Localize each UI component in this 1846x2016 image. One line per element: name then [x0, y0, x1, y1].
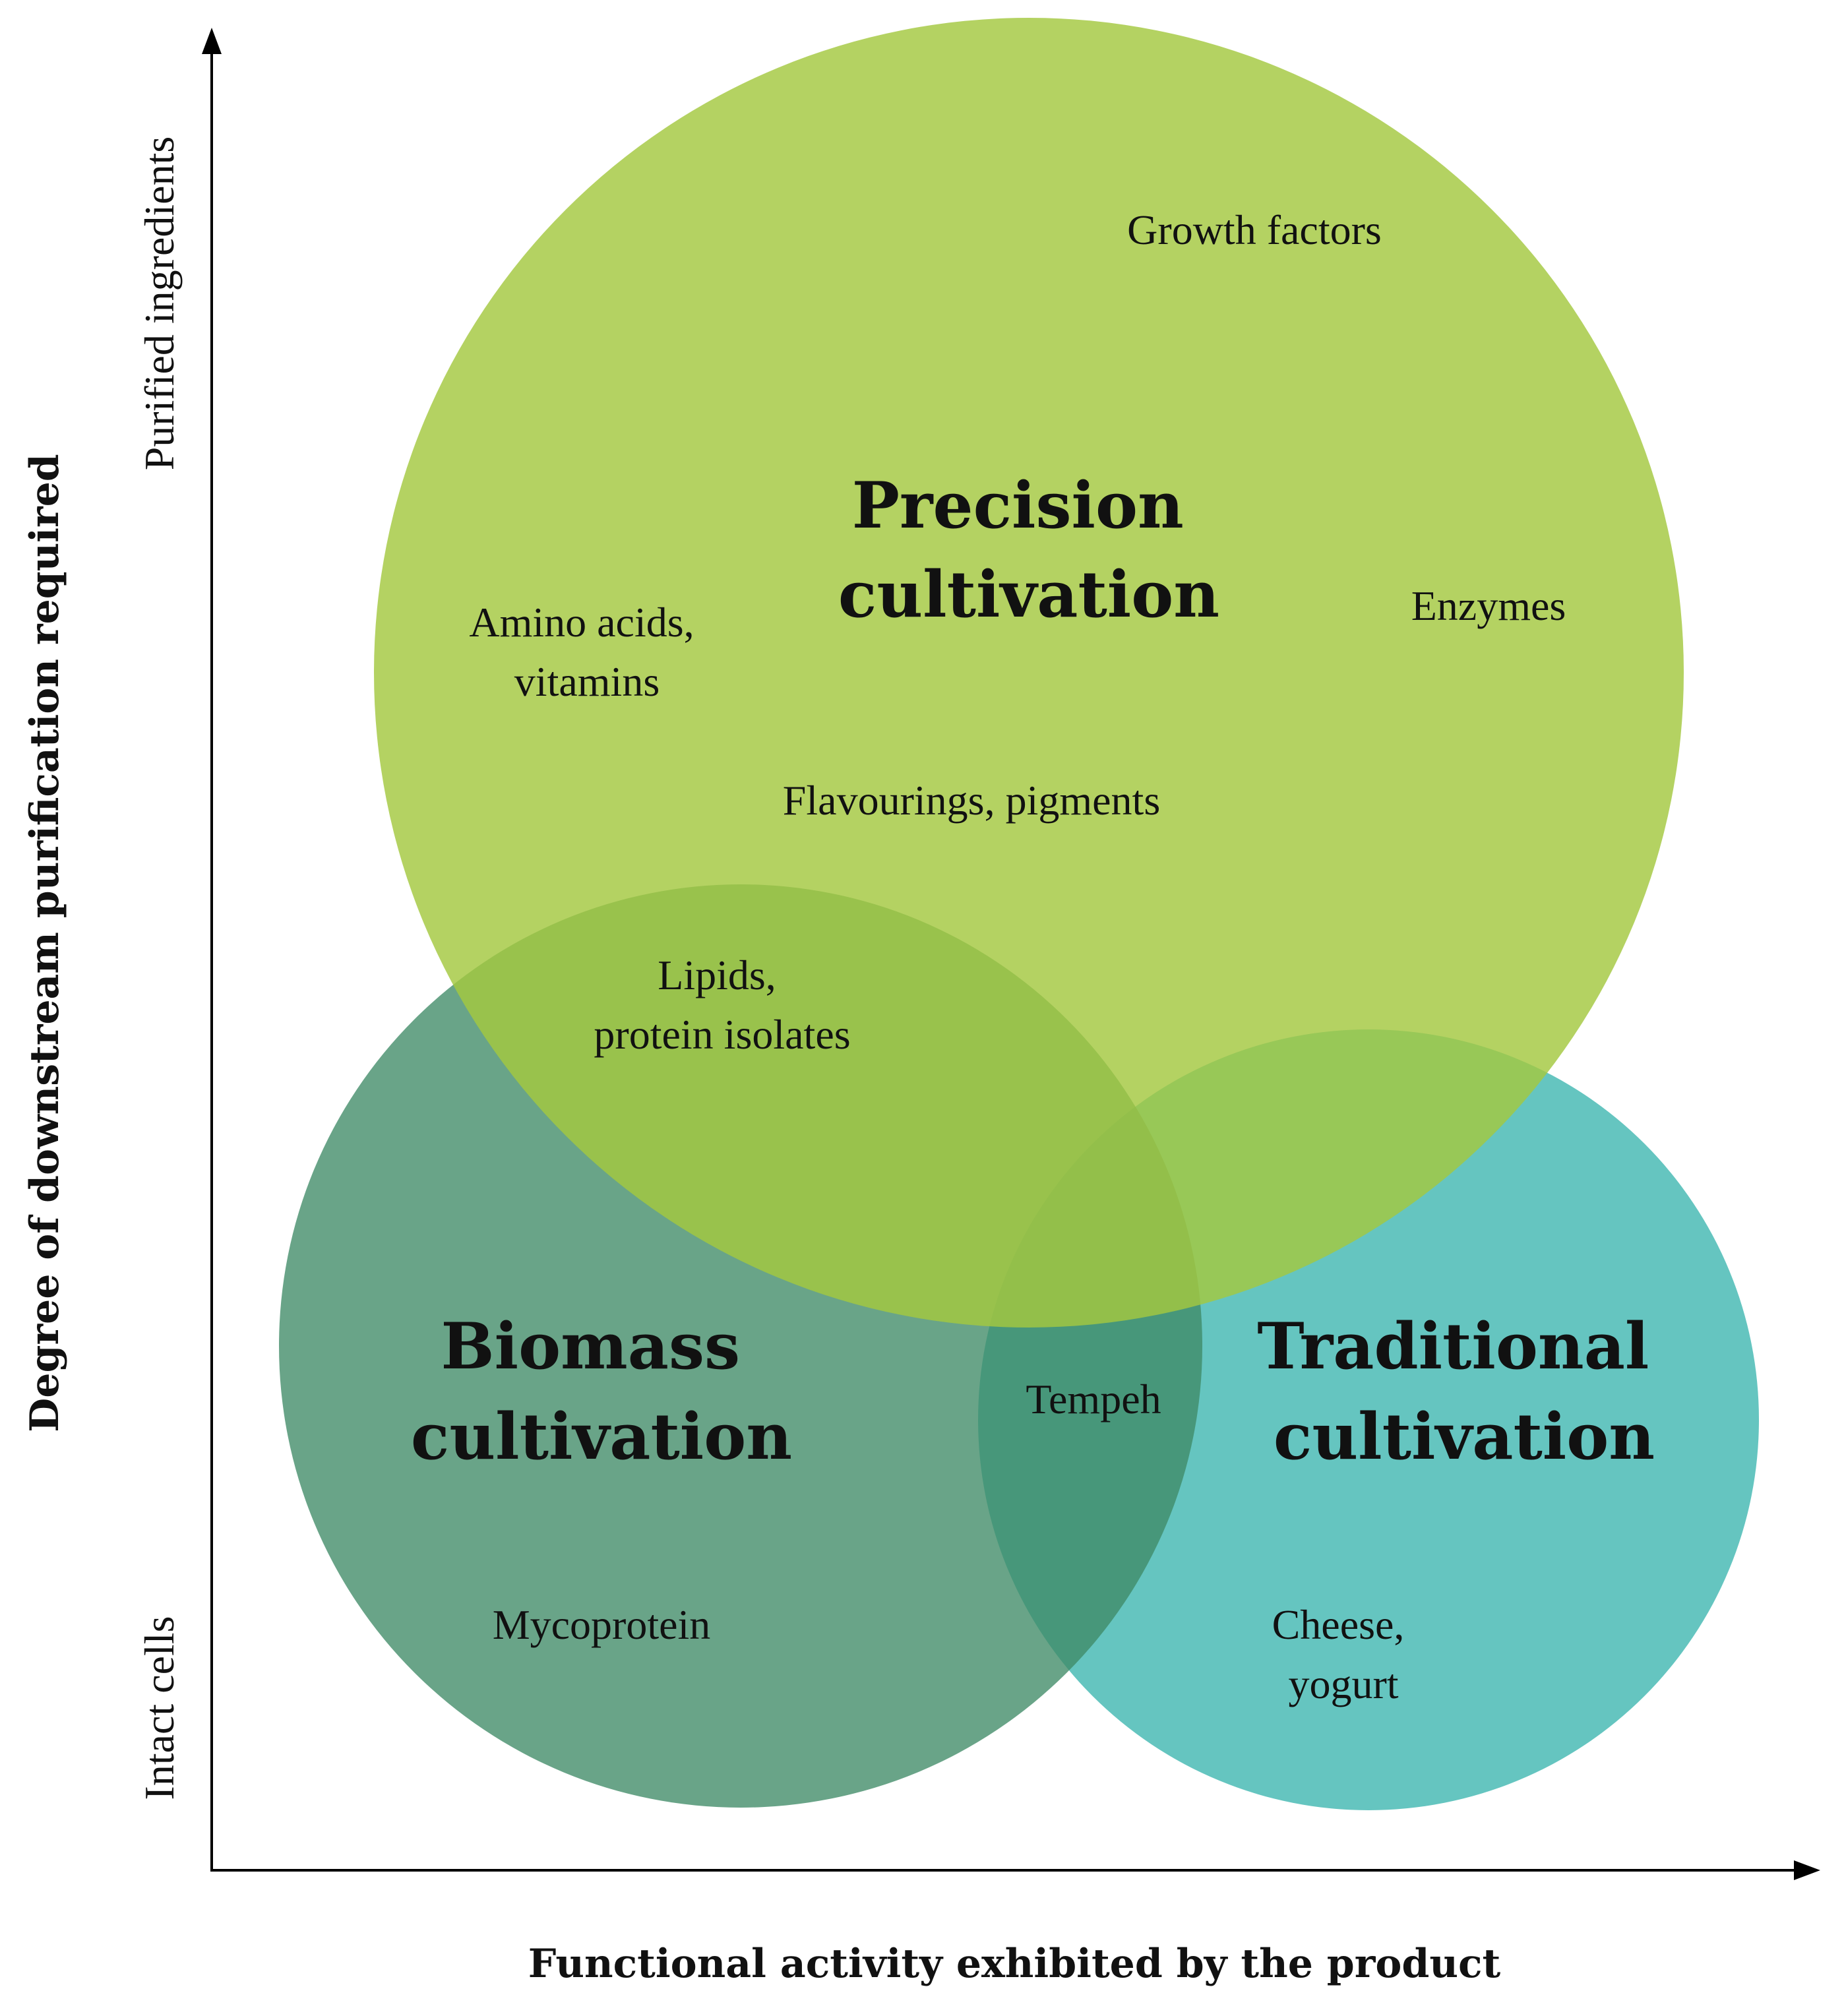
- biomass-title-line1: Biomass: [441, 1309, 741, 1384]
- amino-acids-line: Amino acids,: [469, 599, 694, 646]
- lipids-line: Lipids,: [658, 952, 776, 998]
- y-axis-bottom-label: Intact cells: [136, 1616, 183, 1800]
- amino-acids-vitamins-label: Amino acids, vitamins: [469, 599, 704, 705]
- flavourings-pigments-label: Flavourings, pigments: [783, 777, 1160, 824]
- precision-title-line1: Precision: [852, 468, 1184, 543]
- y-axis-top-label: Purified ingredients: [136, 137, 183, 471]
- biomass-cultivation-title: Biomass cultivation: [411, 1309, 792, 1474]
- traditional-title-line1: Traditional: [1257, 1309, 1649, 1384]
- cheese-line: Cheese,: [1272, 1601, 1405, 1648]
- cheese-yogurt-label: Cheese, yogurt: [1272, 1601, 1415, 1707]
- precision-cultivation-circle: [374, 18, 1684, 1328]
- mycoprotein-label: Mycoprotein: [493, 1601, 711, 1648]
- vitamins-line: vitamins: [514, 658, 660, 705]
- venn-circles: [279, 18, 1759, 1810]
- axes: [202, 28, 1820, 1880]
- growth-factors-label: Growth factors: [1127, 206, 1382, 253]
- traditional-cultivation-title: Traditional cultivation: [1257, 1309, 1671, 1474]
- precision-cultivation-title: Precision cultivation: [838, 468, 1219, 632]
- precision-title-line2: cultivation: [838, 557, 1219, 632]
- tempeh-label: Tempeh: [1026, 1376, 1161, 1422]
- y-axis-title: Degree of downstream purification requir…: [22, 454, 68, 1432]
- protein-isolates-line: protein isolates: [594, 1011, 850, 1058]
- enzymes-label: Enzymes: [1411, 582, 1566, 629]
- yogurt-line: yogurt: [1288, 1661, 1398, 1707]
- lipids-protein-isolates-label: Lipids, protein isolates: [594, 952, 850, 1058]
- x-axis-arrowhead: [1794, 1860, 1820, 1880]
- biomass-title-line2: cultivation: [411, 1399, 792, 1474]
- y-axis-arrowhead: [202, 28, 222, 54]
- traditional-title-line2: cultivation: [1274, 1399, 1655, 1474]
- x-axis-title: Functional activity exhibited by the pro…: [528, 1941, 1501, 1987]
